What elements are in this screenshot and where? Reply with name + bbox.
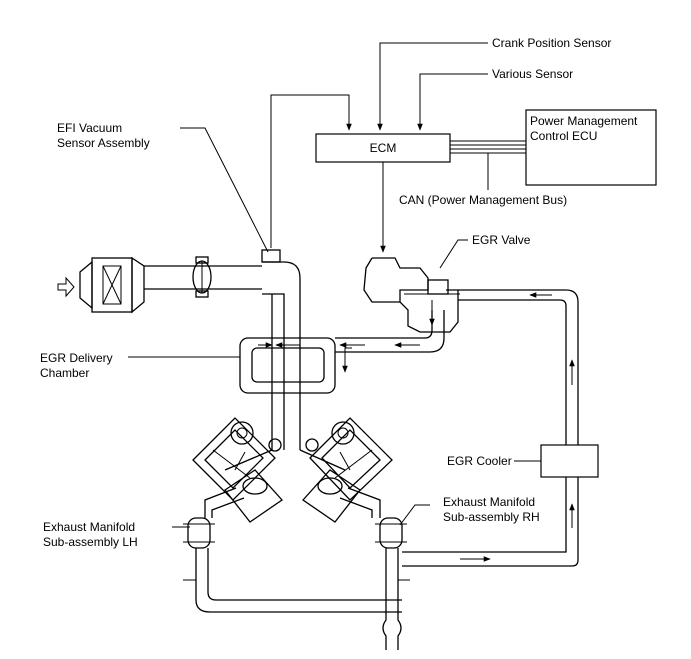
can-bus-lines bbox=[450, 140, 526, 190]
exhaust-rh-leader bbox=[399, 504, 430, 526]
exhaust-lh-label-line1: Exhaust Manifold bbox=[43, 520, 135, 534]
efi-vacuum-label-line1: EFI Vacuum bbox=[57, 121, 122, 135]
various-sensor-label: Various Sensor bbox=[492, 67, 573, 81]
egr-delivery-label-line1: EGR Delivery bbox=[40, 351, 113, 365]
egr-delivery-pipe bbox=[335, 310, 445, 353]
egr-delivery-label-line2: Chamber bbox=[40, 366, 89, 380]
egr-valve-label: EGR Valve bbox=[472, 233, 531, 247]
crank-position-sensor-label: Crank Position Sensor bbox=[492, 36, 611, 50]
exhaust-rh-label-line2: Sub-assembly RH bbox=[443, 510, 540, 524]
intake-arrow-icon bbox=[57, 276, 75, 298]
egr-cooler-label: EGR Cooler bbox=[447, 454, 512, 468]
ecm-label: ECM bbox=[370, 141, 397, 155]
crank-sensor-signal-line bbox=[377, 42, 488, 131]
exhaust-rh-label-line1: Exhaust Manifold bbox=[443, 495, 535, 509]
exhaust-manifold-lh bbox=[183, 487, 402, 613]
egr-delivery-chamber bbox=[239, 337, 336, 394]
intake-duct bbox=[144, 265, 262, 290]
ecm-box: ECM bbox=[315, 133, 451, 163]
various-sensor-signal-line bbox=[417, 73, 488, 131]
efi-vacuum-label-line2: Sensor Assembly bbox=[57, 136, 150, 150]
pm-ecu-label-line1: Power Management bbox=[530, 114, 638, 128]
efi-vacuum-leader bbox=[180, 127, 269, 253]
egr-flow-arrows bbox=[258, 300, 435, 373]
egr-return-pipe bbox=[458, 289, 579, 445]
exhaust-manifold-rh bbox=[339, 487, 410, 650]
egr-cooler-inlet-pipe bbox=[402, 477, 579, 567]
air-cleaner bbox=[79, 256, 145, 314]
egr-valve bbox=[363, 257, 460, 333]
efi-vacuum-sensor bbox=[261, 249, 281, 263]
pm-ecu-label-line2: Control ECU bbox=[530, 129, 597, 143]
egr-valve-leader bbox=[439, 239, 468, 269]
exhaust-lh-label-line2: Sub-assembly LH bbox=[43, 535, 138, 549]
engine-right-bank bbox=[302, 417, 393, 523]
intake-plenum bbox=[224, 261, 346, 471]
throttle-body bbox=[192, 256, 212, 298]
can-bus-label: CAN (Power Management Bus) bbox=[399, 193, 567, 207]
egr-cooler bbox=[540, 444, 599, 478]
vacuum-sensor-signal-line bbox=[270, 94, 352, 248]
engine-left-bank bbox=[192, 417, 283, 523]
power-management-ecu-box: Power Management Control ECU bbox=[525, 109, 657, 186]
